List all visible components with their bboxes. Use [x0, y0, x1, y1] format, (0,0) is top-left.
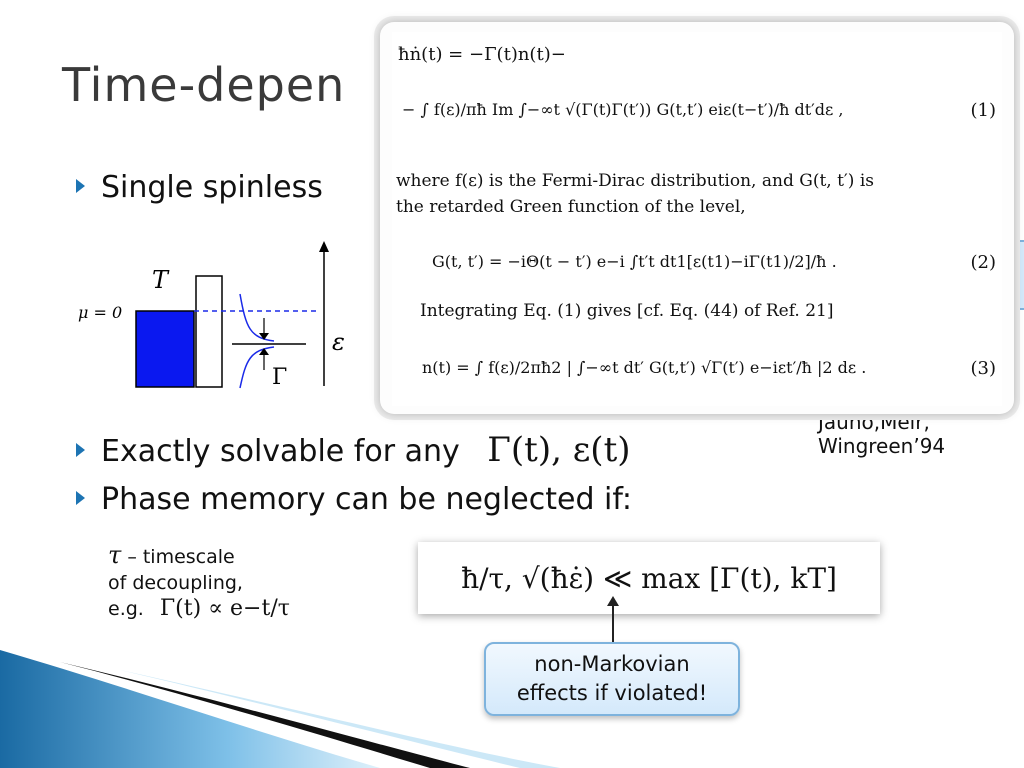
- eq1-line-1: ħṅ(t) = −Γ(t)n(t)−: [398, 44, 566, 65]
- paper-excerpt-content: ħṅ(t) = −Γ(t)n(t)− − ∫ f(ε)/πħ Im ∫−∞t √…: [392, 32, 1002, 406]
- tau-note: τ – timescale of decoupling, e.g. Γ(t) ∝…: [108, 542, 290, 622]
- decorative-swoosh: [0, 650, 560, 768]
- bullet-exactly-solvable: Exactly solvable for any Γ(t), ε(t): [76, 430, 631, 470]
- lead-filled: [136, 311, 194, 387]
- tau-note-line-2: of decoupling,: [108, 572, 243, 594]
- bullet-math: Γ(t), ε(t): [487, 430, 631, 470]
- text-1-line-1: where f(ε) is the Fermi-Dirac distributi…: [396, 171, 874, 191]
- non-markovian-callout: non-Markovian effects if violated!: [484, 642, 740, 716]
- callout-connector: [612, 600, 614, 642]
- mu-label: μ = 0: [78, 303, 122, 322]
- eq1-line-2: − ∫ f(ε)/πħ Im ∫−∞t √(Γ(t)Γ(t′)) G(t,t′)…: [402, 100, 844, 119]
- tau-note-line-1: – timescale: [121, 546, 235, 568]
- eq2-number: (2): [970, 252, 997, 273]
- eq1-number: (1): [970, 100, 997, 121]
- bullet-single-spinless: Single spinless: [76, 170, 323, 205]
- callout-line-2: effects if violated!: [516, 681, 708, 705]
- bullet-phase-memory: Phase memory can be neglected if:: [76, 482, 632, 517]
- bullet-text: Single spinless: [101, 170, 323, 205]
- reference-line-1: Jauho,Meir,: [818, 410, 930, 434]
- epsilon-label: ε: [332, 328, 345, 356]
- bullet-text: Phase memory can be neglected if:: [101, 482, 632, 517]
- eq3-number: (3): [970, 358, 997, 379]
- text-2: Integrating Eq. (1) gives [cf. Eq. (44) …: [420, 301, 834, 321]
- paper-excerpt-panel: ħṅ(t) = −Γ(t)n(t)− − ∫ f(ε)/πħ Im ∫−∞t √…: [380, 22, 1014, 414]
- bullet-arrow-icon: [76, 442, 85, 457]
- bullet-arrow-icon: [76, 178, 85, 193]
- reference-line-2: Wingreen’94: [818, 434, 946, 458]
- gamma-label: Γ: [272, 365, 287, 390]
- markovian-condition: ħ/τ, √(ħε̇) ≪ max [Γ(t), kT]: [418, 542, 880, 614]
- tau-note-line-3: e.g.: [108, 598, 144, 620]
- tau-symbol: τ: [108, 541, 122, 569]
- lorentzian-curve: [239, 293, 275, 389]
- slide-title: Time-depen: [62, 58, 346, 112]
- barrier: [195, 275, 223, 388]
- energy-level-diagram: μ = 0 T Γ ε: [78, 241, 345, 390]
- bullet-text: Exactly solvable for any: [101, 434, 460, 469]
- T-label: T: [152, 266, 170, 294]
- callout-line-1: non-Markovian: [534, 652, 690, 676]
- text-1: where f(ε) is the Fermi-Dirac distributi…: [396, 168, 874, 220]
- tau-example: Γ(t) ∝ e−t/τ: [159, 596, 290, 621]
- eq3: n(t) = ∫ f(ε)/2πħ2 | ∫−∞t dt′ G(t,t′) √Γ…: [422, 358, 867, 377]
- text-1-line-2: the retarded Green function of the level…: [396, 197, 746, 217]
- bullet-arrow-icon: [76, 490, 85, 505]
- reference-citation: Jauho,Meir, Wingreen’94: [818, 410, 945, 458]
- lead-outline: [135, 310, 195, 388]
- eq2: G(t, t′) = −iΘ(t − t′) e−i ∫t′t dt1[ε(t1…: [432, 252, 837, 271]
